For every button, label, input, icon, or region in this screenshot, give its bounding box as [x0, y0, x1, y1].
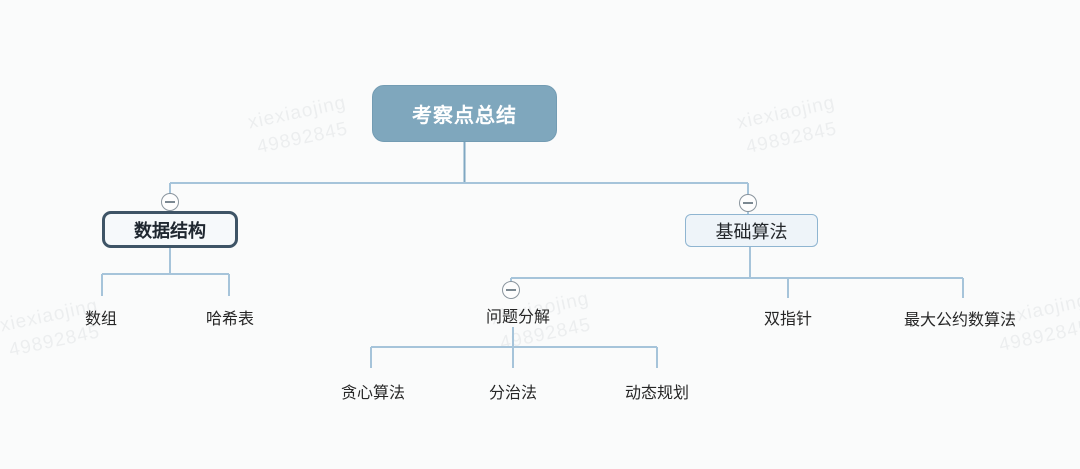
node-problem-decomposition-label: 问题分解 [485, 309, 551, 326]
node-gcd-algorithm-label: 最大公约数算法 [903, 312, 1017, 329]
node-dynamic-programming-label: 动态规划 [624, 385, 690, 402]
node-array[interactable]: 数组 [85, 305, 117, 329]
node-greedy-algorithm[interactable]: 贪心算法 [341, 379, 405, 403]
node-basic-algorithm-label: 基础算法 [715, 221, 788, 242]
node-two-pointers-label: 双指针 [763, 311, 813, 328]
node-gcd-algorithm[interactable]: 最大公约数算法 [904, 306, 1016, 330]
node-greedy-algorithm-label: 贪心算法 [340, 385, 406, 402]
node-problem-decomposition[interactable]: 问题分解 [486, 303, 550, 327]
minus-glyph [506, 289, 516, 291]
minus-glyph [165, 201, 175, 203]
collapse-minus-icon[interactable] [161, 193, 179, 211]
node-hash-table-label: 哈希表 [205, 311, 255, 328]
node-array-label: 数组 [84, 311, 118, 328]
collapse-minus-icon[interactable] [502, 281, 520, 299]
node-root-label: 考察点总结 [412, 105, 517, 127]
node-basic-algorithm[interactable]: 基础算法 [685, 214, 818, 247]
node-two-pointers[interactable]: 双指针 [764, 305, 812, 329]
minus-glyph [743, 202, 753, 204]
node-data-structure[interactable]: 数据结构 [102, 211, 238, 248]
node-root[interactable]: 考察点总结 [372, 85, 557, 142]
node-divide-and-conquer[interactable]: 分治法 [489, 379, 537, 403]
node-data-structure-label: 数据结构 [134, 220, 206, 241]
node-divide-and-conquer-label: 分治法 [488, 385, 538, 402]
node-dynamic-programming[interactable]: 动态规划 [625, 379, 689, 403]
collapse-minus-icon[interactable] [739, 194, 757, 212]
node-hash-table[interactable]: 哈希表 [206, 305, 254, 329]
